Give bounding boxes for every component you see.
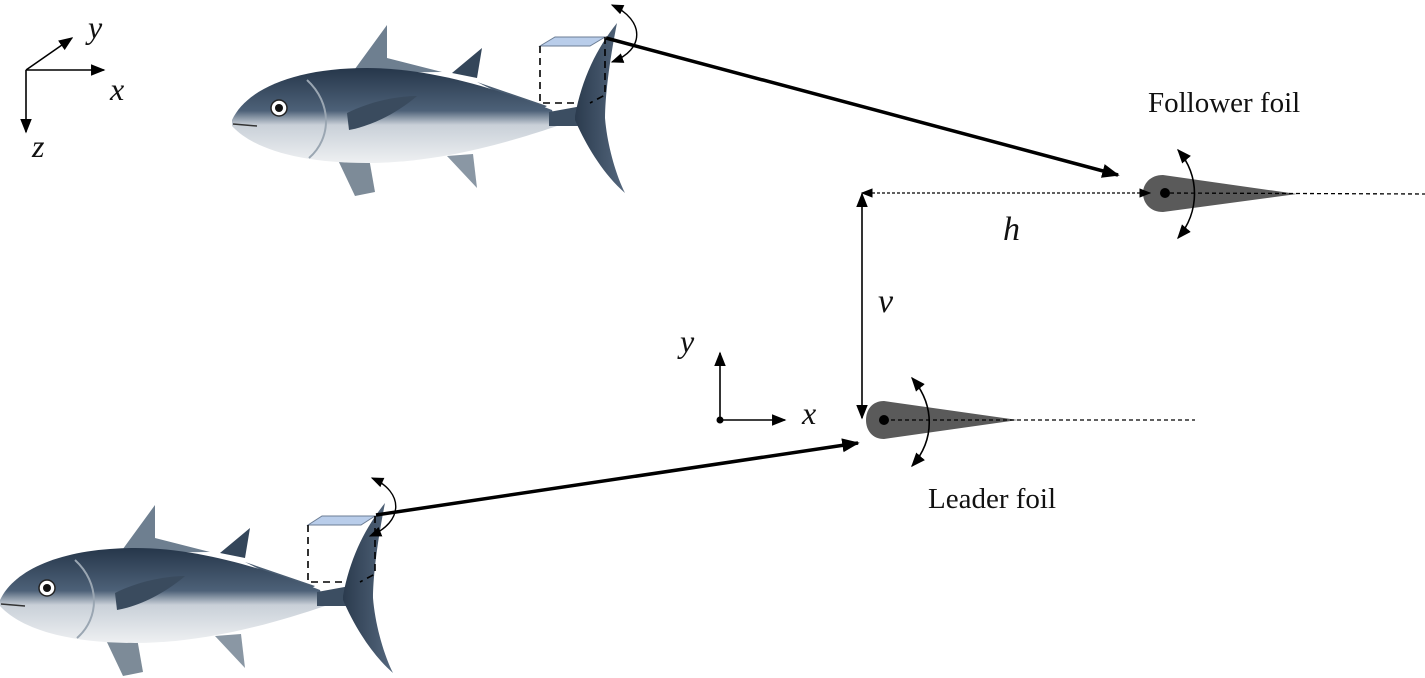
leader-mapping-arrow bbox=[375, 438, 860, 517]
local-y-label: y bbox=[677, 323, 695, 359]
local-x-label: x bbox=[801, 395, 816, 431]
tuna-fish-icon bbox=[0, 502, 394, 677]
global-axes: y x z bbox=[20, 9, 124, 164]
global-z-label: z bbox=[31, 128, 45, 164]
follower-mapping-arrow bbox=[605, 36, 1120, 178]
horizontal-spacing-label: h bbox=[1003, 211, 1020, 248]
follower-foil-label: Follower foil bbox=[1148, 87, 1300, 119]
local-axes: y x bbox=[677, 323, 816, 431]
global-y-label: y bbox=[85, 9, 103, 45]
global-x-label: x bbox=[109, 71, 124, 107]
spacing-dimensions: h v bbox=[856, 188, 1152, 420]
pitch-rotation-arrow-icon bbox=[610, 4, 638, 63]
fin-box-lower bbox=[306, 477, 397, 583]
tuna-fish-icon bbox=[231, 22, 626, 197]
pitch-rotation-arrow-icon bbox=[1177, 148, 1196, 240]
vertical-spacing-label: v bbox=[878, 283, 894, 320]
follower-foil: Follower foil bbox=[1143, 87, 1425, 240]
fin-box-upper bbox=[538, 4, 638, 104]
pitch-rotation-arrow-icon bbox=[911, 376, 930, 468]
leader-foil-label: Leader foil bbox=[928, 483, 1056, 515]
pitch-rotation-arrow-icon bbox=[368, 477, 397, 537]
leader-foil: Leader foil bbox=[866, 376, 1195, 515]
